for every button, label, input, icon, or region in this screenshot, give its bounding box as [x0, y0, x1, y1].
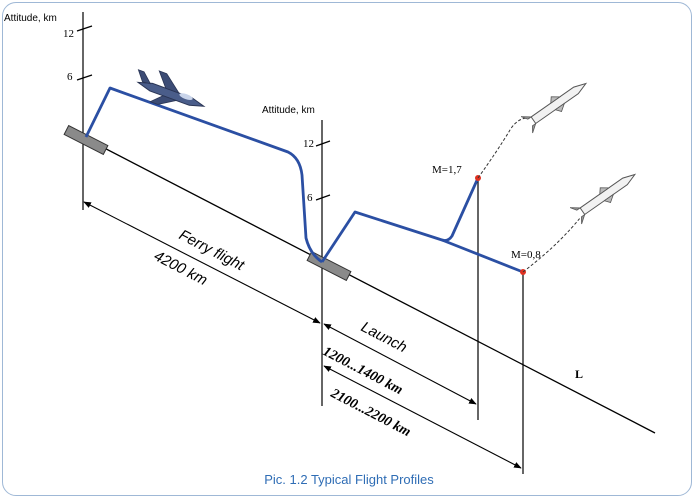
- supersonic-launch-path: [320, 177, 480, 263]
- axis1-label-12: 12: [63, 28, 74, 40]
- axis2-label-12: 12: [303, 138, 314, 150]
- axis2-label-6: 6: [307, 192, 313, 204]
- axis1-label-6: 6: [67, 71, 73, 83]
- departure-airfield: [63, 124, 109, 156]
- axis2-title: Attitude, km: [262, 105, 315, 116]
- axis1-title: Attitude, km: [4, 13, 57, 24]
- axis1-tick-6: [76, 74, 93, 81]
- axis1-tick-12: [76, 25, 93, 32]
- missile-icon-1: [520, 82, 588, 134]
- missile-trajectory-1: [477, 117, 531, 179]
- ferry-distance-arrow: [83, 201, 321, 324]
- missile-trajectory-2: [522, 217, 581, 273]
- axis2-tick-12: [315, 140, 331, 147]
- launch-range-arrow-2: [323, 365, 522, 469]
- ground-axis-line: [82, 136, 656, 434]
- missile-icon-2: [569, 173, 637, 225]
- ground-axis-label: L: [575, 367, 583, 381]
- launch-label: Launch: [358, 318, 410, 356]
- figure-caption: Pic. 1.2 Typical Flight Profiles: [264, 472, 434, 487]
- subsonic-launch-path: [441, 238, 524, 274]
- figure-frame: [2, 2, 692, 496]
- mach-high-label: M=1,7: [432, 164, 462, 176]
- aircraft-icon: [136, 69, 206, 107]
- mach-low-label: M=0,8: [511, 249, 541, 261]
- axis2-tick-6: [315, 194, 331, 201]
